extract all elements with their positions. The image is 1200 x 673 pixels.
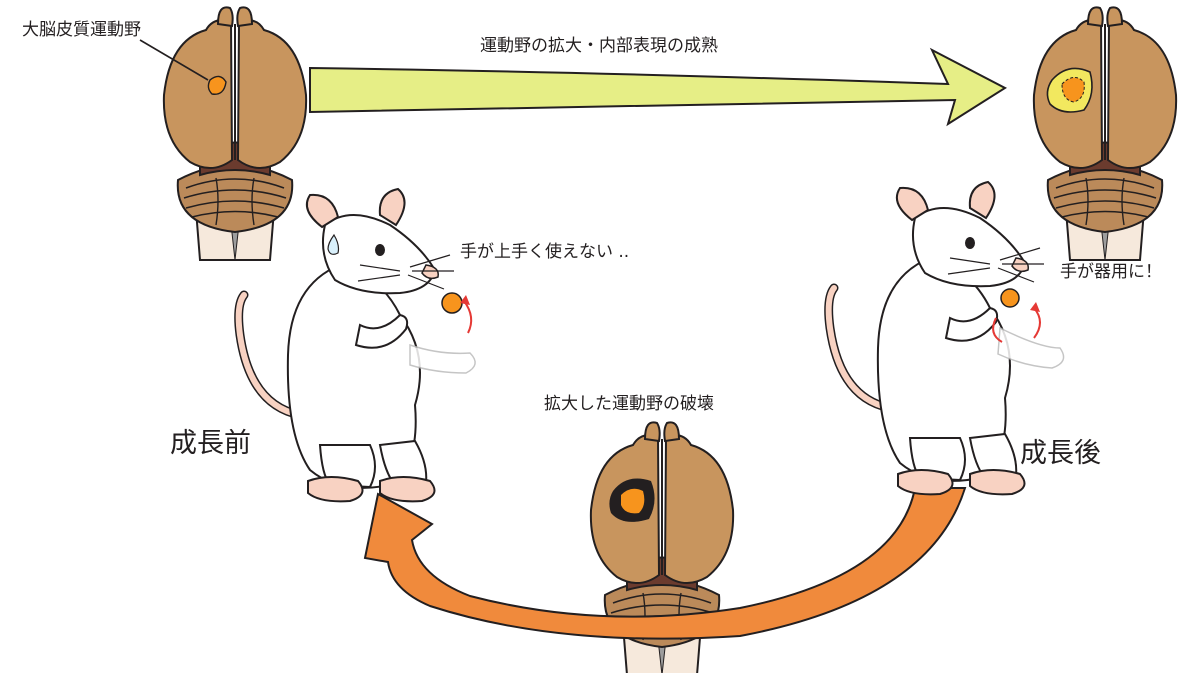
motion-arrow-icon — [1033, 307, 1041, 339]
motion-arrow-icon — [992, 317, 1003, 343]
brain-lesion-icon — [589, 421, 735, 673]
ghost-arm-icon — [997, 326, 1065, 369]
motor-area-core — [1061, 77, 1085, 103]
food-pellet-icon — [1000, 288, 1020, 308]
recovery-arrow-icon — [363, 487, 967, 640]
lesion-remnant — [621, 488, 645, 514]
rat-before-icon — [239, 189, 476, 501]
expansion-label: 運動野の拡大・内部表現の成熟 — [480, 36, 718, 56]
growth-arrow-icon — [309, 47, 1008, 127]
food-pellet-icon — [441, 292, 463, 314]
motor-cortex-pointer — [139, 39, 209, 81]
ghost-arm-icon — [409, 343, 476, 374]
clumsy-label: 手が上手く使えない .. — [460, 242, 630, 262]
motion-arrow-icon — [463, 300, 473, 334]
destruction-label: 拡大した運動野の破壊 — [544, 394, 714, 414]
rat-after-icon — [829, 182, 1065, 494]
dexterous-label: 手が器用に！ — [1060, 262, 1162, 282]
brain-before-icon — [162, 6, 308, 262]
sweat-drop-icon — [327, 233, 340, 255]
motor-area-spot — [207, 75, 227, 95]
motor-cortex-label: 大脳皮質運動野 — [22, 20, 141, 40]
after-growth-label: 成長後 — [1020, 438, 1101, 469]
brain-after-icon — [1032, 6, 1178, 262]
before-growth-label: 成長前 — [170, 428, 251, 459]
